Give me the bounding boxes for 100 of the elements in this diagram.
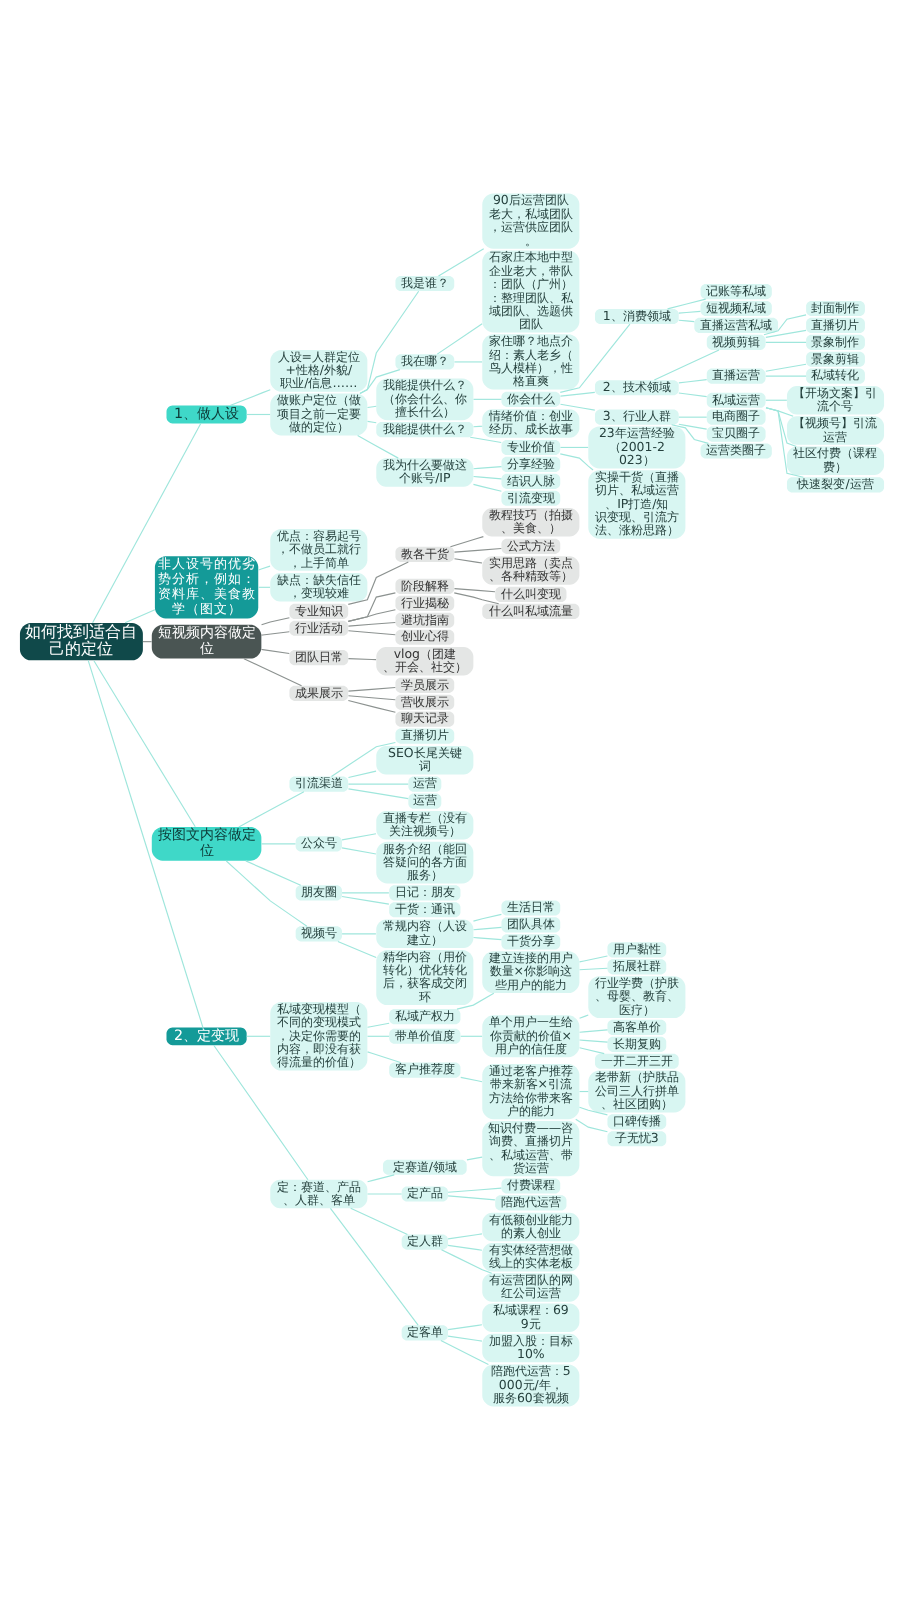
connector [347, 658, 377, 661]
connector [329, 1207, 419, 1326]
connector [347, 788, 409, 800]
connector [579, 967, 609, 971]
connector [559, 403, 596, 411]
connector [678, 319, 695, 323]
connector [453, 558, 483, 564]
connector [579, 1047, 605, 1055]
connector [347, 609, 396, 622]
connector [347, 630, 396, 636]
connector [245, 860, 302, 886]
connector [213, 1044, 309, 1181]
connector [359, 290, 420, 395]
connector [341, 847, 377, 855]
connector [559, 453, 594, 471]
connector [225, 860, 308, 927]
connector [473, 475, 502, 480]
connector [367, 1193, 403, 1195]
connector [347, 621, 396, 627]
connector [678, 310, 701, 314]
connector [437, 248, 485, 277]
connector [579, 1029, 609, 1033]
connector [367, 420, 377, 424]
connector [447, 1195, 496, 1201]
connector [473, 398, 502, 400]
connector [350, 1207, 408, 1236]
connector [653, 349, 720, 381]
connector [453, 588, 496, 593]
connector [765, 341, 807, 343]
connector [257, 586, 271, 588]
connector [357, 435, 399, 459]
connector [765, 399, 788, 401]
connector [246, 413, 271, 416]
connector [447, 1233, 483, 1240]
connector [678, 379, 708, 384]
connector [440, 1249, 493, 1274]
connector [229, 389, 271, 407]
connector [260, 617, 290, 626]
connector [559, 323, 631, 393]
connector [466, 1156, 483, 1161]
connector [142, 641, 153, 643]
connector [347, 699, 396, 713]
connector [473, 926, 502, 931]
connector [579, 1039, 609, 1043]
connector [765, 363, 807, 372]
connector [447, 1244, 483, 1251]
connector [473, 466, 502, 470]
connector [473, 936, 502, 941]
connector [367, 1022, 390, 1028]
connector [260, 648, 290, 655]
connector [367, 1051, 402, 1064]
connector [460, 1076, 483, 1083]
connector [472, 913, 502, 922]
connector [257, 565, 271, 571]
connector [763, 314, 807, 336]
connector [765, 375, 807, 377]
connector [341, 933, 377, 935]
connector [449, 536, 484, 548]
connector [92, 423, 202, 624]
connector [456, 992, 495, 1010]
connector [341, 895, 390, 905]
connector [87, 659, 204, 1028]
connector [765, 329, 807, 338]
connector [337, 940, 377, 959]
connector [347, 783, 409, 785]
connector [238, 791, 305, 828]
connector [347, 770, 377, 779]
connector [575, 1118, 608, 1133]
connector [436, 323, 483, 355]
connector [447, 1187, 502, 1193]
connector [765, 407, 804, 478]
connector [579, 1014, 589, 1019]
connector [453, 361, 483, 363]
connector [678, 423, 708, 430]
connector [367, 1174, 395, 1183]
connector [359, 369, 401, 395]
connector [671, 424, 709, 444]
connector [453, 592, 500, 605]
connector [341, 833, 377, 841]
connector [472, 483, 502, 492]
connector [347, 686, 396, 692]
connector [666, 298, 707, 310]
connector [93, 660, 196, 828]
connector [460, 1035, 483, 1037]
connector [260, 843, 297, 845]
connector [341, 892, 390, 894]
connector [559, 446, 589, 449]
connector [347, 695, 396, 701]
connector [469, 436, 502, 444]
connector [578, 1106, 608, 1116]
connector [367, 405, 377, 409]
connector [246, 1035, 271, 1037]
connector [559, 391, 596, 397]
connector [678, 392, 708, 398]
connector [440, 1340, 489, 1366]
connector [347, 561, 409, 605]
connector [124, 609, 156, 624]
connector [579, 955, 609, 963]
connector [347, 592, 396, 622]
connector [260, 631, 290, 636]
